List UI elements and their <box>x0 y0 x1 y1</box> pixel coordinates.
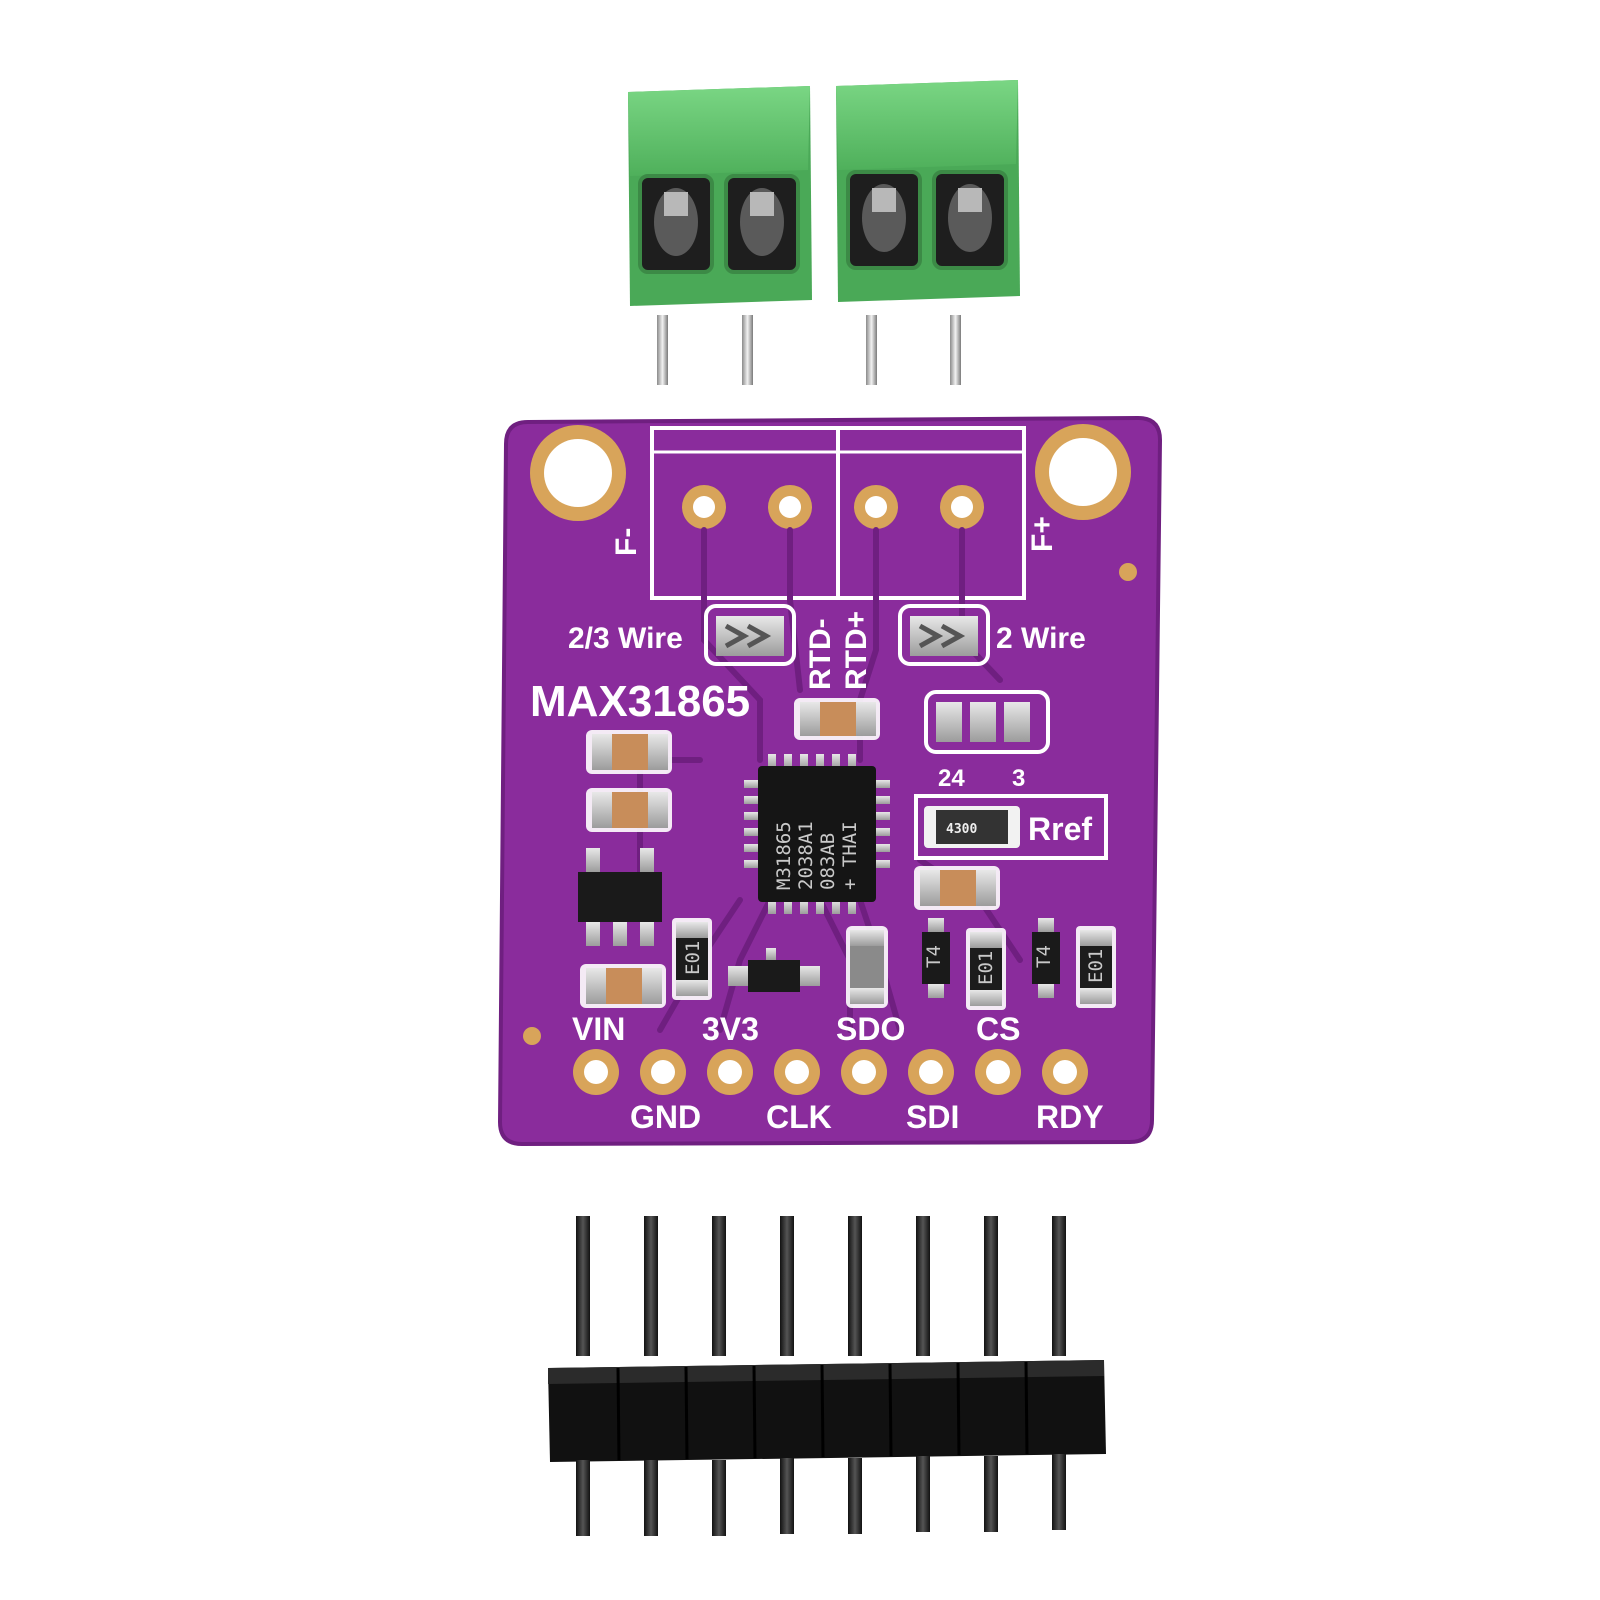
ic-marking-line-4: + THAI <box>839 821 861 890</box>
diode-marking: T4 <box>1033 945 1055 968</box>
pin-label-clk: CLK <box>766 1099 832 1135</box>
label-rtd-minus: RTD- <box>804 618 837 690</box>
capacitor <box>914 866 1000 910</box>
capacitor <box>794 698 880 740</box>
pin-label-sdi: SDI <box>906 1099 959 1135</box>
header-pads <box>573 1049 1088 1095</box>
ic-marking-line-3: 083AB <box>817 833 839 890</box>
capacitor <box>586 730 672 774</box>
label-f-plus: F+ <box>1026 516 1059 552</box>
ic-marking-line-1: M31865 <box>773 821 795 890</box>
terminal-pin <box>742 315 753 385</box>
voltage-regulator <box>578 848 662 946</box>
ic-marking-line-2: 2038A1 <box>795 821 817 890</box>
label-rtd-plus: RTD+ <box>840 611 873 690</box>
label-f-minus: F- <box>610 528 643 556</box>
pin-label-gnd: GND <box>630 1099 701 1135</box>
screw-terminal-left <box>628 86 812 385</box>
diode-marking: T4 <box>923 945 945 968</box>
terminal-pin <box>950 315 961 385</box>
capacitor <box>586 788 672 832</box>
resistor: E01 <box>1076 926 1116 1008</box>
resistor-marking: E01 <box>975 951 997 985</box>
max31865-ic: M31865 2038A1 083AB + THAI <box>744 754 890 914</box>
capacitor <box>846 926 888 1008</box>
diode: T4 <box>922 918 950 998</box>
pin-label-3v3: 3V3 <box>702 1011 759 1047</box>
pin-label-sdo: SDO <box>836 1011 905 1047</box>
max31865-breakout-board: F- F+ 2/3 Wire 2 Wire RTD- RTD+ MAX31865 <box>497 415 1163 1147</box>
resistor: E01 <box>966 928 1006 1010</box>
label-24: 24 <box>938 765 965 792</box>
resistor-marking: E01 <box>1085 949 1107 983</box>
terminal-pin <box>866 315 877 385</box>
label-wire-left: 2/3 Wire <box>568 622 683 655</box>
rref-marking: 4300 <box>946 822 977 837</box>
diode: T4 <box>1032 918 1060 998</box>
screw-terminal-right <box>836 80 1020 385</box>
screw-terminal-blocks <box>628 80 1020 385</box>
terminal-pin <box>657 315 668 385</box>
pin-label-vin: VIN <box>572 1011 625 1047</box>
jumper-2-3-wire <box>704 604 796 666</box>
jumper-2-wire <box>898 604 990 666</box>
jumper-24-3 <box>924 690 1050 754</box>
label-wire-right: 2 Wire <box>996 622 1086 655</box>
diode <box>728 948 820 992</box>
resistor: E01 <box>672 918 712 1000</box>
label-rref: Rref <box>1028 811 1092 847</box>
male-pin-header-8 <box>548 1216 1106 1536</box>
resistor-marking: E01 <box>682 941 704 975</box>
capacitor <box>580 964 666 1008</box>
pin-label-rdy: RDY <box>1036 1099 1104 1135</box>
rref-resistor: 4300 <box>914 794 1108 860</box>
pin-label-cs: CS <box>976 1011 1020 1047</box>
chip-name-label: MAX31865 <box>530 677 750 726</box>
label-3: 3 <box>1012 765 1025 792</box>
